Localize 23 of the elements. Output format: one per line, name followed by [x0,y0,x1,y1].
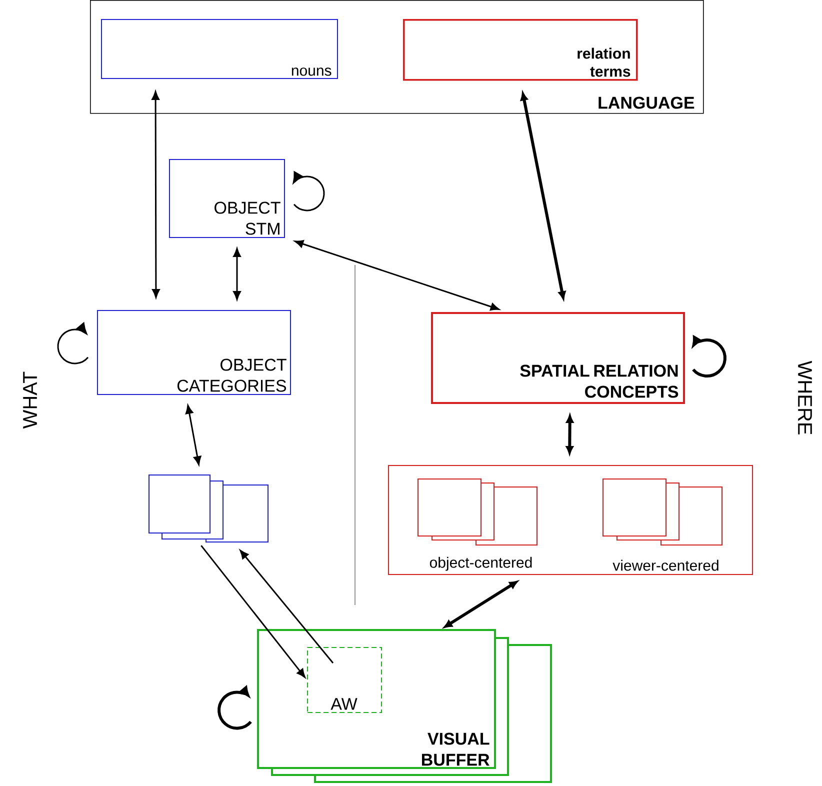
stacked-boxes [148,474,268,542]
arrow [185,404,202,466]
module-box: OBJECT STM [169,159,285,238]
arrow [233,248,241,300]
module-box: SPATIAL RELATION CONCEPTS [431,312,685,404]
stacked-boxes: object-centered [418,478,538,571]
module-box: relation terms [403,19,638,81]
arrow [520,92,566,300]
arrow [444,580,518,628]
module-box: OBJECT CATEGORIES [97,310,291,395]
side-label: WHERE [798,360,812,434]
frame-box [388,465,753,575]
node-label: object-centered [430,556,532,571]
module-box: nouns [101,19,338,79]
node-label: viewer-centered [612,560,718,571]
stacked-boxes: viewer-centered [602,478,722,571]
arrow [294,240,500,311]
arrow [566,415,574,454]
side-label: WHAT [23,372,37,429]
arrow [200,545,306,678]
dashed-box: AW [307,647,382,713]
arrow [152,91,160,298]
arrow [240,550,334,664]
